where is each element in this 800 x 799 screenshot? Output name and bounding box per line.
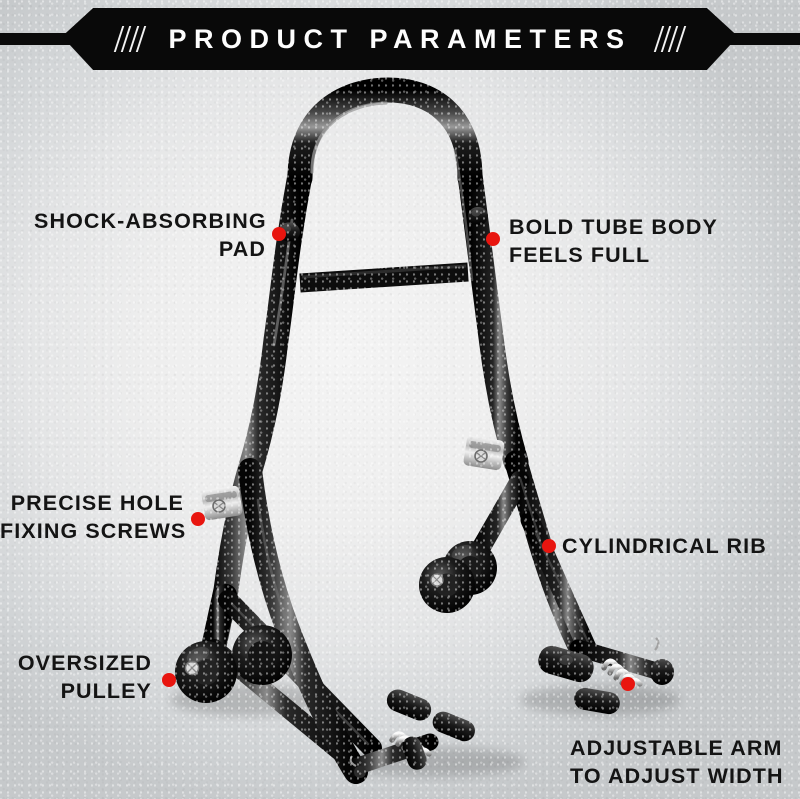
- banner-plate: PRODUCT PARAMETERS: [62, 8, 738, 70]
- slash-group-left: [113, 26, 147, 52]
- marker-dot-bold-tube-body: [486, 232, 500, 246]
- callout-line-1: BOLD TUBE BODY: [509, 215, 718, 239]
- callout-line-1: CYLINDRICAL RIB: [562, 534, 767, 558]
- marker-dot-shock-absorbing-pad: [272, 227, 286, 241]
- slash-group-right: [653, 26, 687, 52]
- pulley-left: [175, 625, 292, 703]
- callout-shock-absorbing-pad: SHOCK-ABSORBING PAD: [34, 208, 266, 264]
- callout-line-1: ADJUSTABLE ARM: [570, 736, 783, 760]
- callout-precise-hole-screws: PRECISE HOLE FIXING SCREWS: [0, 490, 187, 546]
- callout-line-2: PAD: [218, 236, 266, 261]
- marker-dot-oversized-pulley: [162, 673, 176, 687]
- callout-cylindrical-rib: CYLINDRICAL RIB: [562, 533, 792, 561]
- clamp-left: [201, 485, 243, 521]
- marker-dot-cylindrical-rib: [542, 539, 556, 553]
- callout-line-1: PRECISE HOLE: [10, 491, 184, 515]
- callout-oversized-pulley: OVERSIZED PULLEY: [0, 650, 152, 706]
- pulley-right: [419, 541, 497, 613]
- callout-line-2: PULLEY: [60, 678, 152, 703]
- adjustable-arm-right: [538, 637, 674, 715]
- marker-dot-adjustable-arm: [621, 677, 635, 691]
- callout-bold-tube-body: BOLD TUBE BODY FEELS FULL: [509, 214, 779, 270]
- callout-line-1: SHOCK-ABSORBING: [34, 209, 267, 233]
- callout-line-1: OVERSIZED: [17, 651, 152, 675]
- callout-adjustable-arm: ADJUSTABLE ARM TO ADJUST WIDTH: [570, 735, 800, 791]
- shock-pad-right: [468, 207, 488, 225]
- adjustable-arm-left: [343, 689, 475, 778]
- callout-line-2: TO ADJUST WIDTH: [570, 763, 784, 788]
- page-title: PRODUCT PARAMETERS: [168, 23, 632, 54]
- callout-line-2: FEELS FULL: [509, 242, 651, 267]
- marker-dot-precise-hole-screws: [191, 512, 205, 526]
- callout-line-2: FIXING SCREWS: [0, 518, 187, 543]
- clamp-right: [463, 435, 505, 471]
- banner: PRODUCT PARAMETERS: [0, 8, 800, 70]
